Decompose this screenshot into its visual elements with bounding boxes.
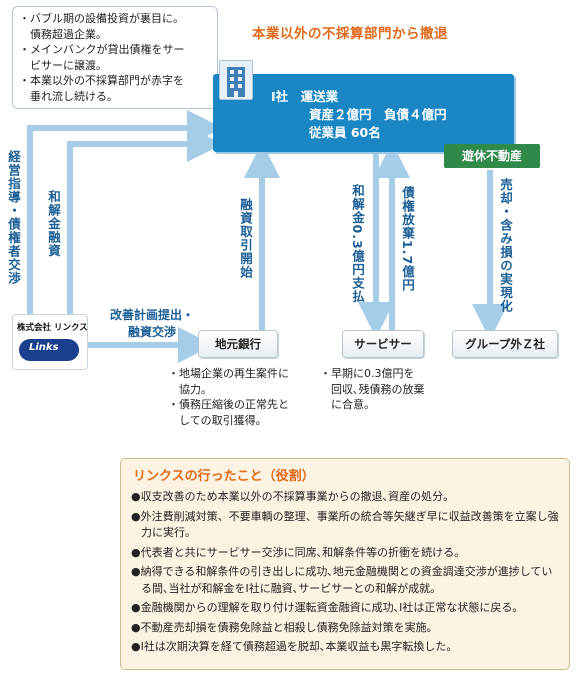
- background-note: ・バブル期の設備投資が裏目に。 債務超過企業。 ・メインバンクが貸出債権をサー …: [12, 6, 218, 109]
- note-line: 垂れ流し続ける。: [19, 89, 118, 103]
- servicer-note: ・早期に0.3億円を 回収､残債務の放棄 に合意。: [320, 366, 425, 413]
- company-name: I社 運送業: [271, 89, 339, 104]
- group-z-node: グループ外Ｚ社: [452, 330, 558, 358]
- note-line: 債務超過企業。: [19, 27, 107, 41]
- label-sale: 売却・含み損の実現化: [498, 178, 513, 313]
- role-title: リンクスの行ったこと（役割）: [133, 469, 315, 484]
- label-debt-waiver: 債権放棄1.7億円: [400, 186, 415, 293]
- label-settlement-pay: 和解金0.3億円支払: [350, 184, 365, 304]
- note-line: ビサーに譲渡。: [19, 58, 107, 72]
- servicer-note-line: ・早期に0.3億円を: [320, 367, 415, 380]
- arrow-settlement-finance: [67, 126, 223, 314]
- label-management: 経営指導・債権者交渉: [6, 150, 21, 285]
- label-plan-negotiation: 改善計画提出・ 融資交渉: [92, 306, 212, 340]
- company-stats: 資産２億円 負債４億円: [309, 107, 447, 122]
- role-list: ●収支改善のため本業以外の不採算事業からの撤退､資産の処分。 ●外注費削減対策、…: [131, 489, 561, 659]
- servicer-note-line: に合意。: [320, 398, 375, 411]
- servicer-note-line: 回収､残債務の放棄: [320, 382, 425, 396]
- links-company-box: 株式会社 リンクス Links: [12, 314, 88, 370]
- label-settlement-finance: 和解金融資: [46, 190, 61, 258]
- servicer-node: サービサー: [342, 330, 424, 358]
- note-line: ・本業以外の不採算部門が赤字を: [19, 74, 184, 87]
- role-item: ●外注費削減対策、不要車輌の整理、事業所の統合等矢継ぎ早に収益改善策を立案し強力…: [131, 509, 559, 540]
- links-logo-icon: [19, 339, 79, 361]
- role-item: ●代表者と共にサービサー交渉に同席､和解条件等の折衝を続ける。: [131, 545, 466, 559]
- role-item: ●収支改善のため本業以外の不採算事業からの撤退､資産の処分。: [131, 490, 455, 503]
- idle-property-box: 遊休不動産: [444, 144, 540, 168]
- role-box: リンクスの行ったこと（役割） ●収支改善のため本業以外の不採算事業からの撤退､資…: [120, 458, 570, 670]
- note-line: ・メインバンクが貸出債権をサー: [19, 43, 185, 56]
- company-employees: 従業員 60名: [309, 125, 381, 140]
- role-item: ●金融機関からの理解を取り付け運転資金融資に成功､I社は正常な状態に戻る。: [131, 601, 524, 614]
- label-finance-start: 融資取引開始: [238, 198, 253, 279]
- note-line: ・バブル期の設備投資が裏目に。: [19, 12, 184, 25]
- arrow-management: [27, 110, 223, 314]
- role-item: ●納得できる和解条件の引き出しに成功､地元金融機関との資金調達交渉が進捗している…: [131, 565, 553, 595]
- local-bank-node: 地元銀行: [198, 330, 278, 358]
- bank-note-line: しての取引獲得。: [168, 413, 267, 427]
- bank-note-line: ・債務圧縮後の正常先と: [168, 398, 289, 411]
- links-logo-text: Links: [29, 342, 59, 353]
- role-item: ●不動産売却損を債務免除益と相殺し債務免除益対策を実施。: [131, 620, 438, 634]
- building-icon: [219, 60, 253, 100]
- company-i-box: I社 運送業 資産２億円 負債４億円 従業員 60名: [213, 60, 514, 152]
- links-company-name: 株式会社 リンクス: [17, 323, 88, 333]
- label-plan-line: 改善計画提出・: [109, 308, 194, 322]
- bank-note: ・地場企業の再生案件に 協力。 ・債務圧縮後の正常先と しての取引獲得。: [168, 366, 289, 428]
- headline: 本業以外の不採算部門から撤退: [252, 26, 448, 42]
- bank-note-line: ・地場企業の再生案件に: [168, 367, 289, 380]
- label-plan-line: 融資交渉: [127, 325, 176, 339]
- role-item: ●I社は次期決算を経て債務超過を脱却､本業収益も黒字転換した。: [131, 640, 458, 653]
- bank-note-line: 協力。: [168, 382, 212, 396]
